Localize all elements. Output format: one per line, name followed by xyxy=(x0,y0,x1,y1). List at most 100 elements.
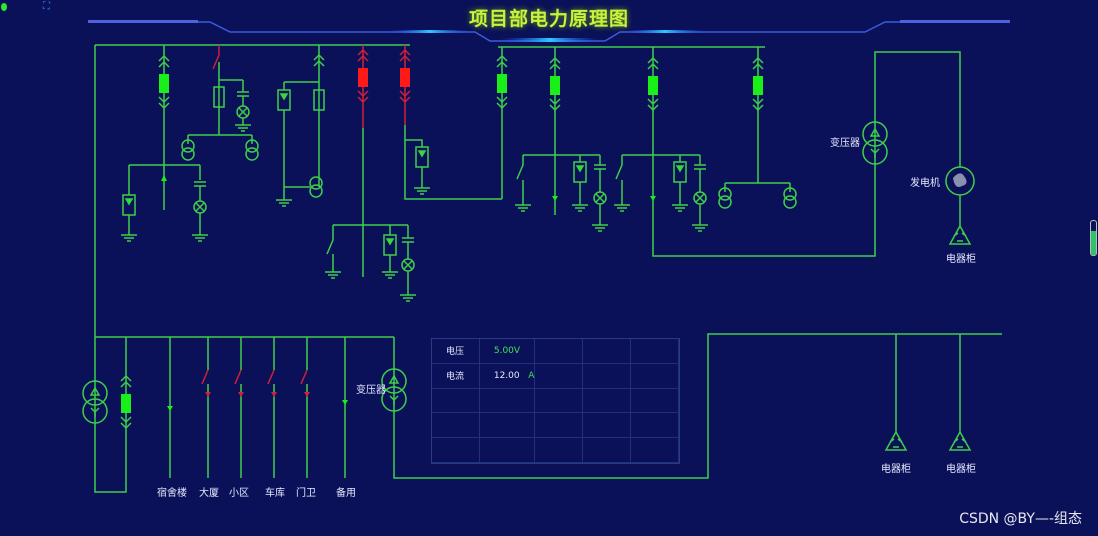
feeder-label: 小区 xyxy=(229,487,249,499)
lamp-icon xyxy=(236,105,250,119)
current-value: 12.00 xyxy=(493,370,520,381)
arrester-icon xyxy=(415,146,429,168)
cabinet-top-label: 电器柜 xyxy=(946,252,976,265)
wire xyxy=(94,44,410,493)
chevron-up-icon xyxy=(313,53,325,67)
current-unit: A xyxy=(528,370,535,381)
zoom-slider[interactable] xyxy=(1090,220,1097,256)
lamp-icon xyxy=(401,258,415,272)
switch-icon xyxy=(234,369,242,385)
wire xyxy=(621,47,961,257)
chevron-down-icon xyxy=(399,90,411,104)
ground-icon xyxy=(414,187,430,195)
feeder-label: 备用 xyxy=(336,486,356,499)
ground-icon xyxy=(325,271,341,279)
arrester-icon xyxy=(673,161,687,183)
symbols xyxy=(82,48,975,451)
ground-icon xyxy=(692,224,708,232)
capacitor-icon xyxy=(194,181,206,187)
wire xyxy=(393,333,1002,479)
arrow-down-icon xyxy=(238,392,244,397)
capacitor-icon xyxy=(237,91,249,97)
current-label: 电流 xyxy=(432,363,480,389)
watermark: CSDN @BY—-组态 xyxy=(959,511,1082,527)
arrow-down-icon xyxy=(650,196,656,201)
ground-icon xyxy=(572,204,588,212)
chevron-up-icon xyxy=(496,54,508,68)
transformer-icon xyxy=(381,368,407,412)
feeder-label: 门卫 xyxy=(296,486,316,499)
arrow-down-icon xyxy=(205,392,211,397)
chevron-up-icon xyxy=(399,48,411,62)
breaker-closed xyxy=(550,76,560,95)
generator-icon xyxy=(945,166,975,196)
transformer-icon xyxy=(245,139,259,161)
transformer-icon xyxy=(718,187,732,209)
wire xyxy=(332,128,409,295)
fuse-icon xyxy=(313,89,325,111)
ground-icon xyxy=(515,204,531,212)
cabinet-2-label: 电器柜 xyxy=(946,462,976,475)
wire xyxy=(404,125,502,200)
cabinet-icon xyxy=(884,430,908,451)
chevron-up-icon xyxy=(120,374,132,388)
voltage-value: 5.00V xyxy=(479,339,536,364)
arrow-down-icon xyxy=(304,392,310,397)
transformer-icon xyxy=(309,176,323,198)
wire xyxy=(498,46,765,225)
arrester-icon xyxy=(122,194,136,216)
feeder-label: 宿舍楼 xyxy=(157,486,187,499)
chevron-up-icon xyxy=(647,56,659,70)
arrow-down-icon xyxy=(167,406,173,411)
lamp-icon xyxy=(593,191,607,205)
arrester-icon xyxy=(573,161,587,183)
ground-icon xyxy=(400,294,416,302)
header-decoration xyxy=(88,20,1010,42)
breaker-open xyxy=(358,68,368,87)
arrow-up-icon xyxy=(161,175,167,181)
arrester-icon xyxy=(383,234,397,256)
ground-icon xyxy=(276,199,292,207)
transformer-icon xyxy=(82,380,108,424)
lamp-icon xyxy=(693,191,707,205)
capacitor-icon xyxy=(694,164,706,170)
wire xyxy=(724,47,791,192)
cabinet-1-label: 电器柜 xyxy=(881,462,911,475)
arrester-icon xyxy=(277,89,291,111)
ground-icon xyxy=(614,204,630,212)
ground-icon xyxy=(382,271,398,279)
breaker-closed xyxy=(497,74,507,93)
switch-icon xyxy=(516,164,524,180)
capacitor-icon xyxy=(594,164,606,170)
breaker-open xyxy=(400,68,410,87)
chevron-down-icon xyxy=(549,98,561,112)
chevron-up-icon xyxy=(549,56,561,70)
ground-icon xyxy=(592,224,608,232)
breaker-closed xyxy=(159,74,169,93)
chevron-down-icon xyxy=(120,416,132,430)
fullscreen-icon[interactable]: ⛶ xyxy=(43,1,50,12)
feeder-label: 大厦 xyxy=(199,486,219,499)
transformer-icon xyxy=(783,187,797,209)
transformer-right-label: 变压器 xyxy=(830,136,860,149)
arrow-down-icon xyxy=(552,196,558,201)
status-indicator xyxy=(1,3,7,11)
ground-icon xyxy=(121,234,137,242)
labels: 变压器 发电机 电器柜 变压器 电器柜 电器柜 宿舍楼 大厦 小区 车库 门卫 … xyxy=(157,136,976,499)
chevron-down-icon xyxy=(158,96,170,110)
voltage-label: 电压 xyxy=(432,339,480,364)
lamp-icon xyxy=(193,200,207,214)
switch-icon xyxy=(300,369,308,385)
breaker-closed xyxy=(648,76,658,95)
slider-fill xyxy=(1091,231,1096,255)
chevron-down-icon xyxy=(496,96,508,110)
chevron-up-icon xyxy=(158,54,170,68)
page-title: 项目部电力原理图 xyxy=(468,8,629,30)
readings-table: 电压 5.00V 电流 12.00 A xyxy=(431,338,680,464)
transformer-bottom-label: 变压器 xyxy=(356,383,386,396)
arrow-down-icon xyxy=(271,392,277,397)
breaker-closed xyxy=(753,76,763,95)
switch-icon xyxy=(615,164,623,180)
wire xyxy=(283,45,320,200)
